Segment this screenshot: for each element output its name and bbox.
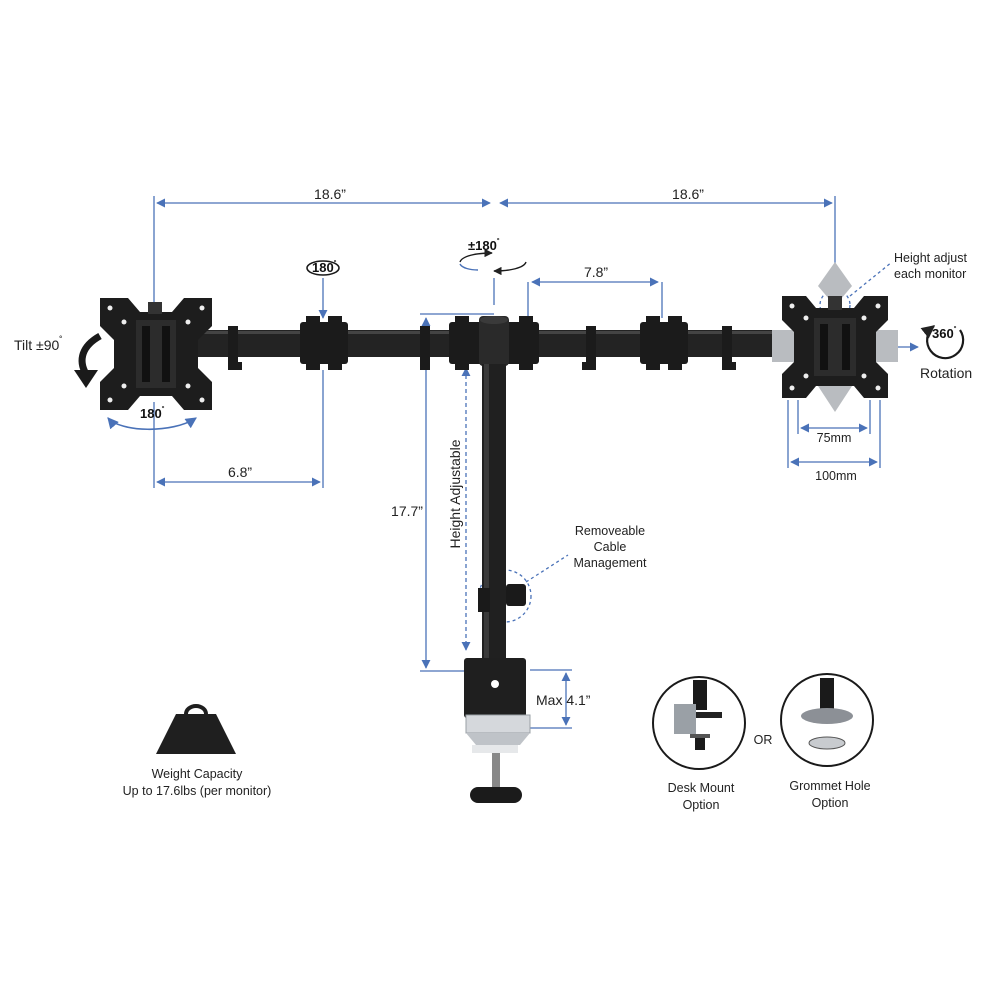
cable-clip [478,588,490,612]
grommet-label-1: Grommet Hole [789,779,870,793]
tilt-arrow-icon [74,332,102,388]
center-swivel-icon [459,248,527,276]
dimension-lines [153,196,919,729]
tilt-label: Tilt ±90˚ [14,335,63,353]
desk-max: Max 4.1” [536,692,591,708]
cable-label-2: Cable [594,540,627,554]
weight-label-1: Weight Capacity [152,767,244,781]
grommet-label-2: Option [812,796,849,810]
height-adjust-label-1: Height adjust [894,251,967,265]
right-vesa-plate [772,262,898,412]
arm-left-length: 18.6” [314,186,346,202]
swivel-arc-icon [107,417,197,431]
arm-swivel-icon [306,260,340,276]
height-adjustable-label: Height Adjustable [447,439,463,548]
arm-swivel-label: 180˚ [312,259,337,275]
clamp-spacing: 7.8” [584,264,608,280]
weight-icon [156,704,236,754]
desk-mount-label-1: Desk Mount [668,781,735,795]
height-adjust-label-2: each monitor [894,267,966,281]
text-labels: 18.6” 18.6” 7.8” 6.8” 17.7” Max 4.1” Til… [14,186,972,812]
mount-hardware [170,316,788,803]
weight-label-2: Up to 17.6lbs (per monitor) [123,784,272,798]
rotation-value: 360˚ [932,325,957,341]
desk-mount-label-2: Option [683,798,720,812]
vesa-75-label: 75mm [817,431,852,445]
left-vesa-plate [100,298,212,410]
desk-mount-option [652,676,746,770]
grommet-option [780,673,874,767]
mount-swivel-label: 180˚ [140,405,165,421]
pole-height: 17.7” [391,503,423,519]
cable-label-3: Management [574,556,647,570]
vesa-100-label: 100mm [815,469,857,483]
arm-right-length: 18.6” [672,186,704,202]
rotation-icon [920,325,965,360]
rotation-label: Rotation [920,365,972,381]
center-swivel-label: ±180˚ [468,237,500,253]
cable-label-1: Removeable [575,524,645,538]
or-label: OR [754,733,773,747]
vesa-offset: 6.8” [228,464,252,480]
